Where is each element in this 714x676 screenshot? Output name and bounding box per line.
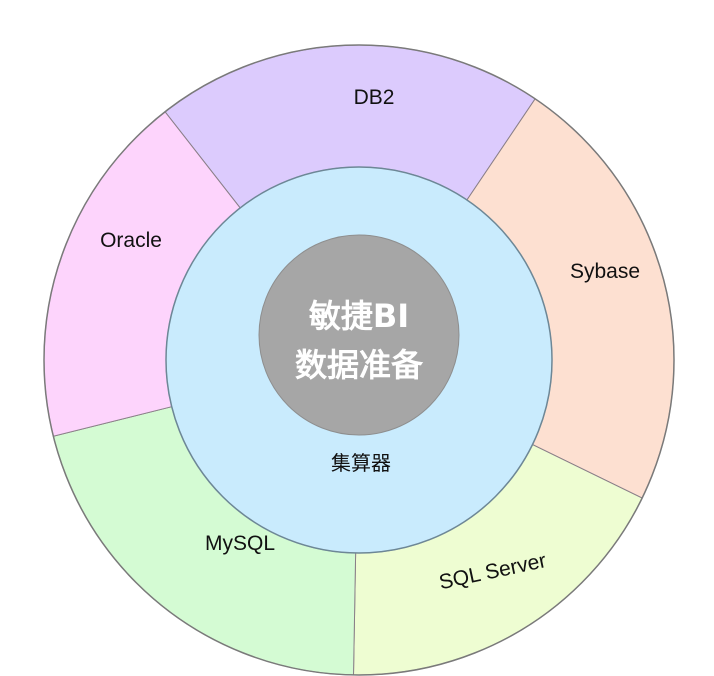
core-circle[interactable] <box>258 234 460 436</box>
core-label-line1: 敏捷BI <box>309 297 409 335</box>
core-label-line2: 数据准备 <box>295 346 424 384</box>
segment-label-sybase: Sybase <box>570 260 640 283</box>
inner-ring-label: 集算器 <box>331 451 391 475</box>
segment-label-oracle: Oracle <box>100 229 162 252</box>
segment-label-db2: DB2 <box>354 86 395 109</box>
outer-ring <box>43 44 675 676</box>
segment-label-mysql: MySQL <box>205 532 275 555</box>
outer-border <box>43 44 675 676</box>
